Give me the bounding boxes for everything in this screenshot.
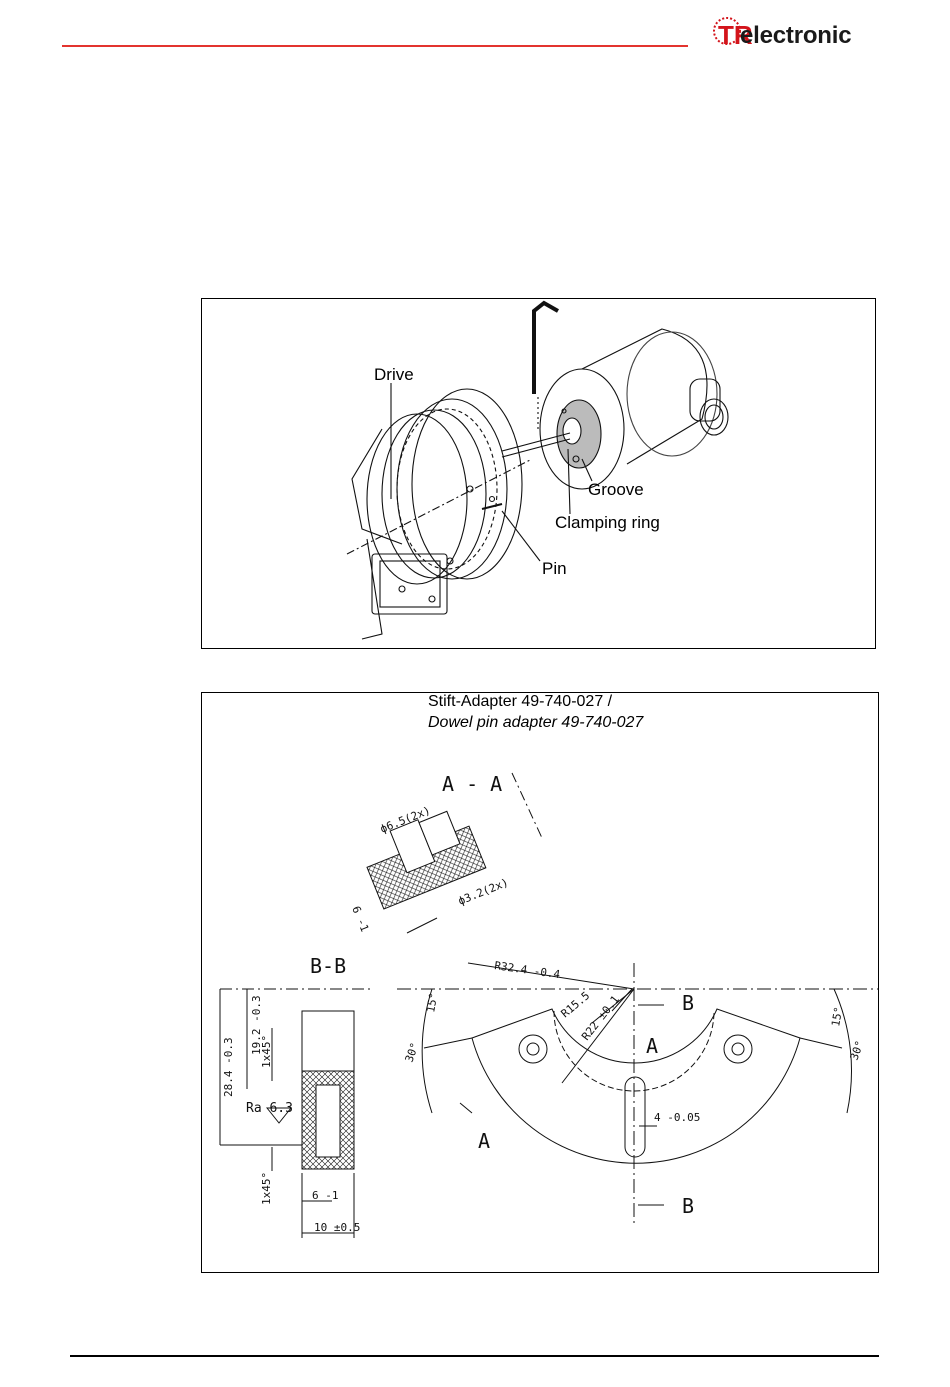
assembly-figure: Drive Groove Clamping ring Pin	[201, 298, 876, 649]
roughness-label: Ra 6.3	[246, 1101, 293, 1116]
pin-label: Pin	[542, 559, 567, 579]
marker-a-center: A	[646, 1034, 658, 1058]
adapter-drawing-figure: Stift-Adapter 49-740-027 / Dowel pin ada…	[201, 692, 879, 1273]
footer-rule	[70, 1355, 879, 1357]
dim-15-right: 15°	[829, 1006, 845, 1028]
marker-b-bottom: B	[682, 1194, 694, 1218]
section-bb-label: B-B	[310, 954, 346, 978]
drive-label: Drive	[374, 365, 414, 385]
dim-28-4: 28.4 -0.3	[222, 1037, 235, 1097]
dim-6: 6 -1	[349, 904, 371, 933]
dim-15-left: 15°	[424, 992, 440, 1014]
dim-d32: ϕ3.2(2x)	[456, 876, 510, 908]
dim-r32: R32.4 -0.4	[494, 959, 562, 981]
assembly-drawing	[202, 299, 875, 648]
clamping-ring-label: Clamping ring	[555, 513, 660, 533]
logo-wordmark: electronic	[740, 22, 851, 50]
dim-d65: ϕ6.5(2x)	[378, 804, 432, 836]
dim-chamfer-top: 1x45°	[260, 1035, 273, 1068]
dim-r155: R15.5	[559, 989, 593, 1020]
dim-30-right: 30°	[848, 1039, 867, 1062]
header-rule	[62, 45, 688, 47]
logo-gear-icon	[712, 14, 742, 48]
marker-b-top: B	[682, 991, 694, 1015]
groove-label: Groove	[588, 480, 644, 500]
dim-width-6: 6 -1	[312, 1189, 339, 1202]
dim-slot: 4 -0.05	[654, 1111, 700, 1124]
drawing-annotations: A - A B-B A A B B ϕ6.5(2x) ϕ3.2(2x) 6 -1…	[202, 693, 878, 1272]
section-aa-label: A - A	[442, 772, 502, 796]
marker-a-lower: A	[478, 1129, 490, 1153]
dim-30-left: 30°	[403, 1041, 422, 1064]
dim-width-10: 10 ±0.5	[314, 1221, 360, 1234]
dim-chamfer-bottom: 1x45°	[260, 1172, 273, 1205]
